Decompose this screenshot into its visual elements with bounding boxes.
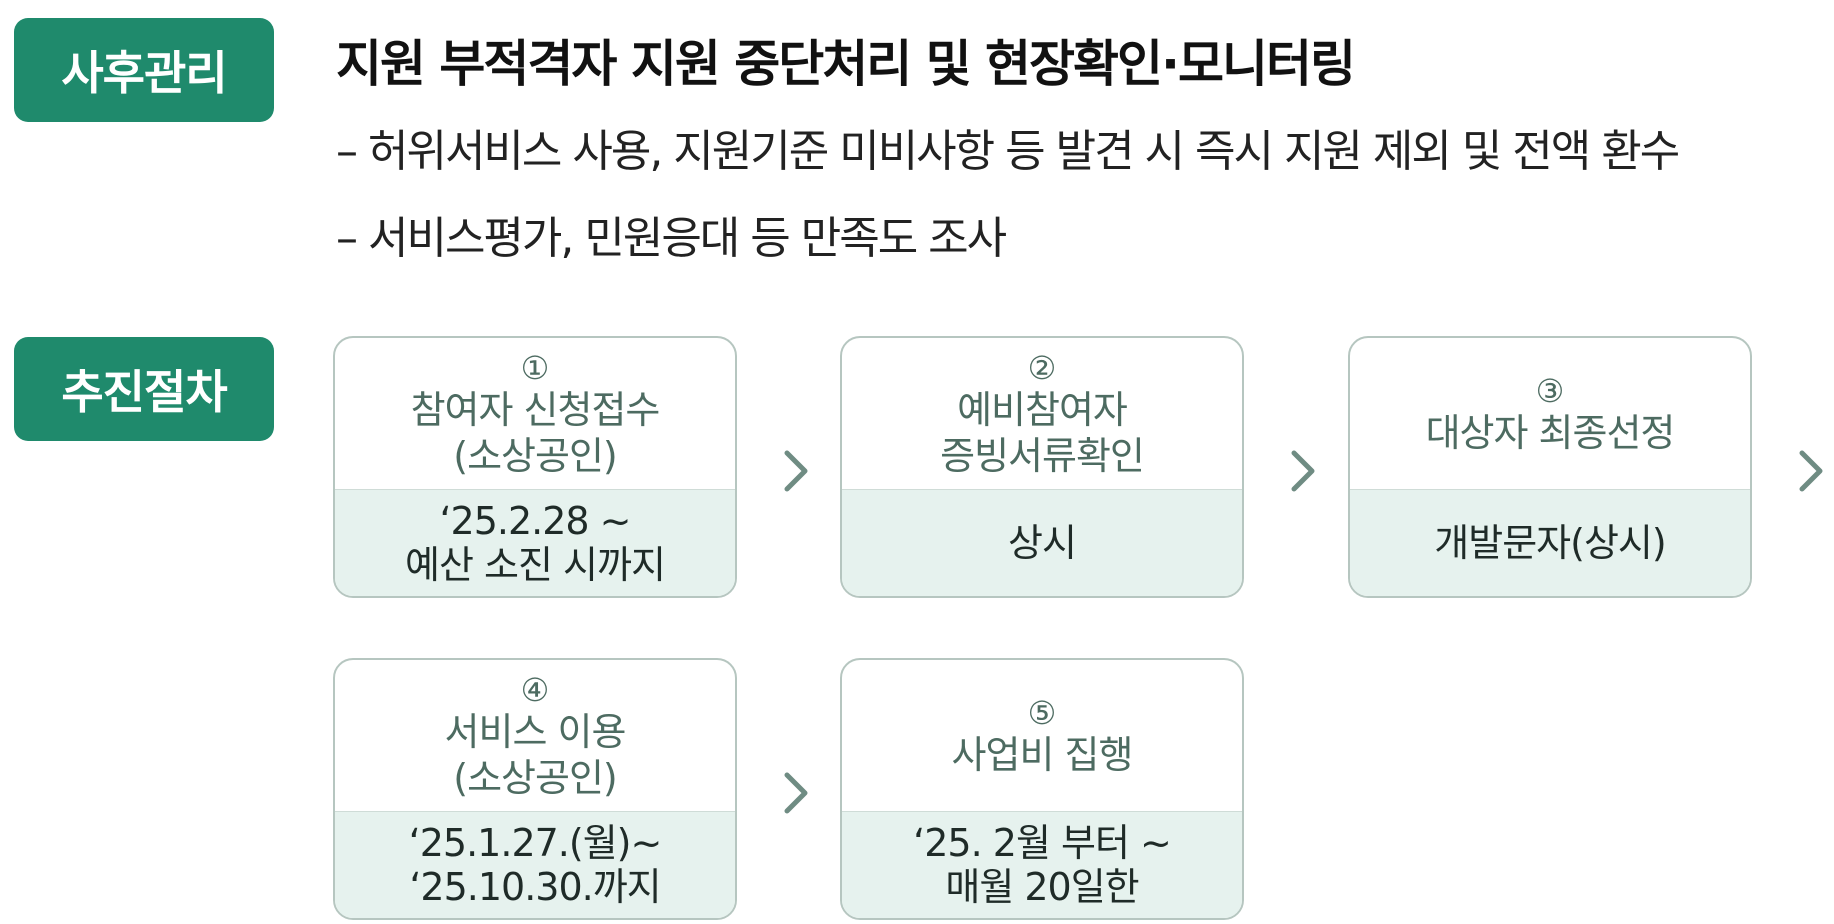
chevron-right-icon (1797, 449, 1825, 493)
step-title-line: (소상공인) (453, 433, 617, 478)
step-header: ⑤ 사업비 집행 (842, 660, 1242, 812)
step-title-line: 증빙서류확인 (940, 433, 1145, 478)
step-title-line: 참여자 신청접수 (410, 387, 661, 432)
procedure-step-4: ④ 서비스 이용 (소상공인) ‘25.1.27.(월)~ ‘25.10.30.… (333, 658, 737, 920)
step-detail: 상시 (842, 490, 1242, 596)
step-number: ② (1027, 348, 1057, 387)
procedure-step-3: ③ 대상자 최종선정 개발문자(상시) (1348, 336, 1752, 598)
step-detail: ‘25.2.28 ~ 예산 소진 시까지 (335, 490, 735, 596)
step-detail: 개발문자(상시) (1350, 490, 1750, 596)
step-title-line: 예비참여자 (957, 387, 1128, 432)
step-header: ③ 대상자 최종선정 (1350, 338, 1750, 490)
step-detail-line: 예산 소진 시까지 (405, 543, 666, 587)
procedure-step-5: ⑤ 사업비 집행 ‘25. 2월 부터 ~ 매월 20일한 (840, 658, 1244, 920)
step-number: ① (520, 348, 550, 387)
step-detail-line: 개발문자(상시) (1434, 521, 1666, 565)
chevron-right-icon (1289, 449, 1317, 493)
followup-bullet: – 서비스평가, 민원응대 등 만족도 조사 (336, 213, 1007, 264)
followup-title: 지원 부적격자 지원 중단처리 및 현장확인·모니터링 (336, 35, 1356, 93)
step-detail-line: ‘25.2.28 ~ (439, 499, 631, 543)
step-number: ④ (520, 670, 550, 709)
step-detail: ‘25. 2월 부터 ~ 매월 20일한 (842, 812, 1242, 918)
step-detail-line: ‘25. 2월 부터 ~ (913, 821, 1172, 865)
step-title-line: 대상자 최종선정 (1425, 410, 1676, 455)
step-detail-line: 매월 20일한 (945, 865, 1139, 909)
step-title-line: 서비스 이용 (444, 709, 627, 754)
step-title-line: 사업비 집행 (951, 732, 1134, 777)
followup-bullet: – 허위서비스 사용, 지원기준 미비사항 등 발견 시 즉시 지원 제외 및 … (336, 126, 1680, 177)
chevron-right-icon (782, 449, 810, 493)
step-header: ① 참여자 신청접수 (소상공인) (335, 338, 735, 490)
step-number: ⑤ (1027, 693, 1057, 732)
step-header: ② 예비참여자 증빙서류확인 (842, 338, 1242, 490)
step-detail-line: ‘25.10.30.까지 (409, 865, 661, 909)
step-detail: ‘25.1.27.(월)~ ‘25.10.30.까지 (335, 812, 735, 918)
procedure-badge: 추진절차 (14, 337, 274, 441)
step-detail-line: ‘25.1.27.(월)~ (408, 821, 663, 865)
step-title-line: (소상공인) (453, 755, 617, 800)
procedure-step-2: ② 예비참여자 증빙서류확인 상시 (840, 336, 1244, 598)
followup-badge: 사후관리 (14, 18, 274, 122)
chevron-right-icon (782, 771, 810, 815)
step-number: ③ (1535, 371, 1565, 410)
step-header: ④ 서비스 이용 (소상공인) (335, 660, 735, 812)
procedure-step-1: ① 참여자 신청접수 (소상공인) ‘25.2.28 ~ 예산 소진 시까지 (333, 336, 737, 598)
step-detail-line: 상시 (1008, 521, 1077, 565)
